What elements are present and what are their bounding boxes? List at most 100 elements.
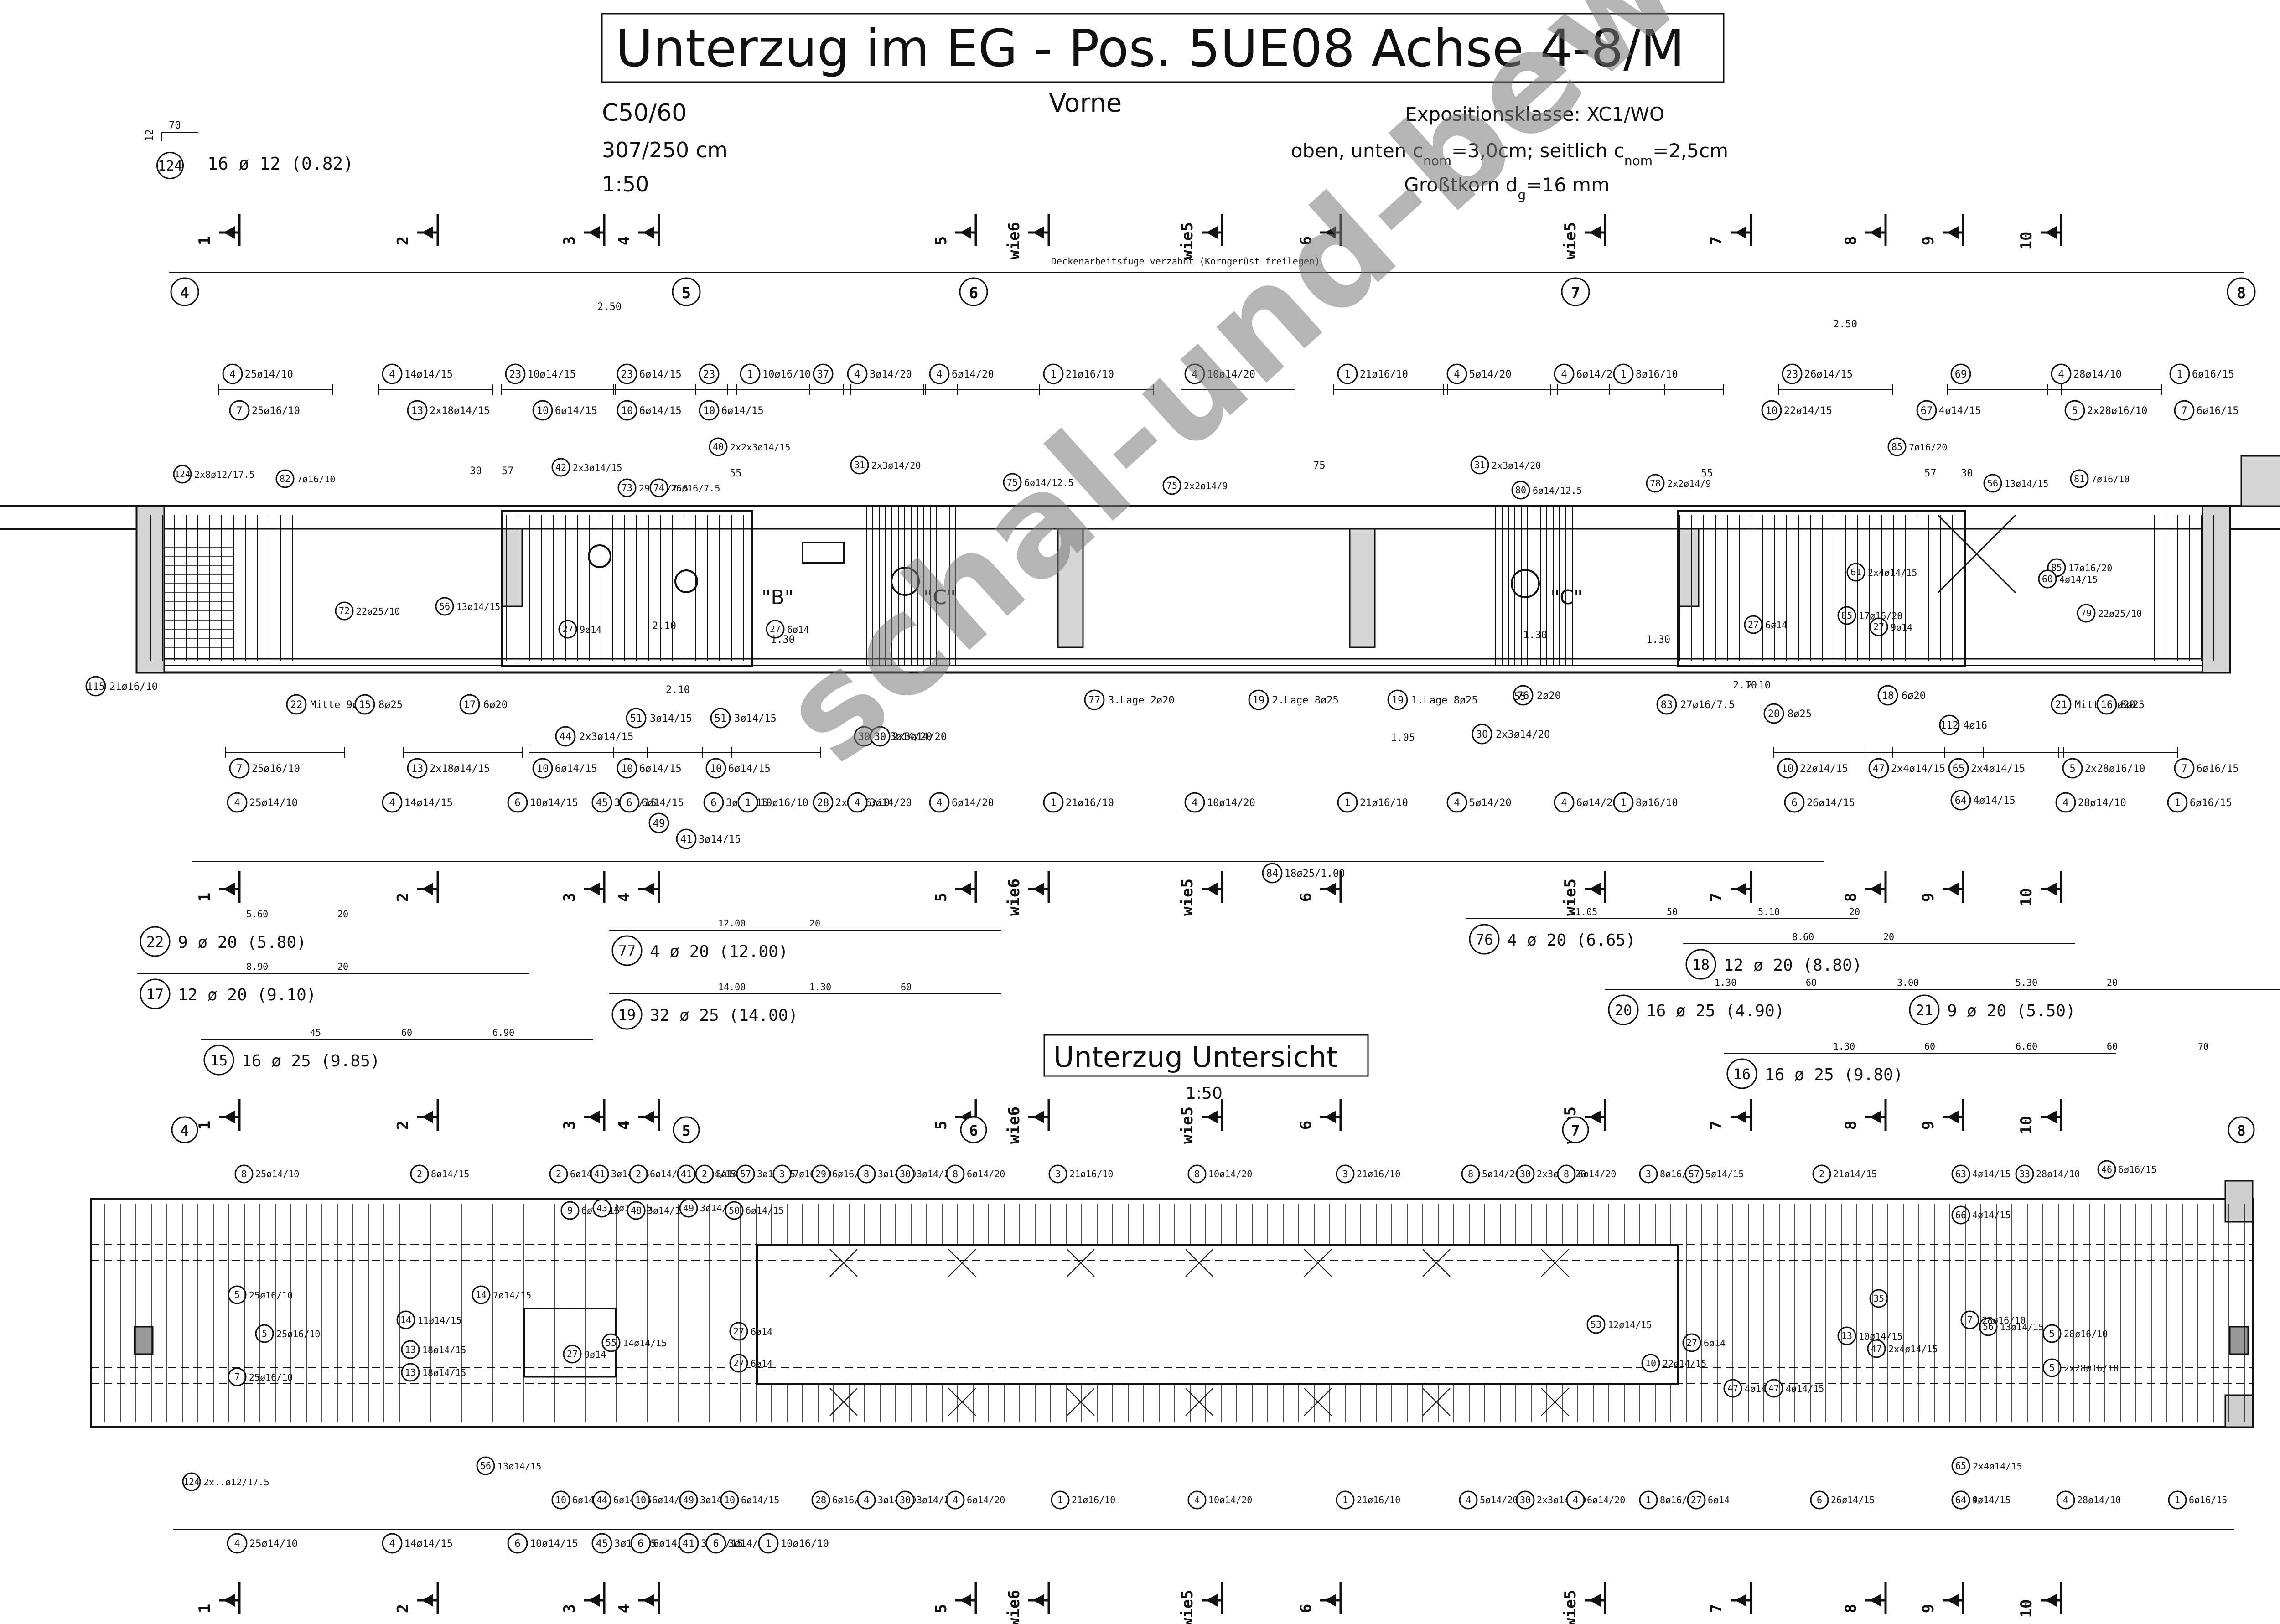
bottom-second-2-marker — [532, 758, 553, 779]
beam-label-3-marker — [617, 478, 637, 497]
underside-top-20-text: 5ø14/15 — [1705, 1169, 1744, 1179]
underside-bottom-11-text: 21ø16/10 — [1357, 1495, 1400, 1505]
underside-body-text-8: 14ø14/15 — [623, 1338, 667, 1349]
underside-body-text-25: 2x..ø12/17.5 — [203, 1477, 269, 1488]
top-upper-7-marker — [847, 363, 868, 384]
lower-label-10-pos: 76 — [1517, 690, 1529, 702]
bottom-second-9-pos: 7 — [2181, 763, 2187, 775]
beam-label-text-17: 9ø14 — [580, 624, 601, 635]
bottom-upper-18-pos: 4 — [2062, 797, 2068, 809]
section-arrow-icon — [422, 1594, 433, 1607]
schedule-text-1: 4 ø 20 (12.00) — [650, 942, 788, 961]
underside-bottom-6-pos: 4 — [864, 1495, 869, 1505]
underside-top-13-marker — [1048, 1164, 1067, 1184]
schedule-dim-2-2: 5.10 — [1758, 906, 1780, 917]
top-second-1-text: 2x18ø14/15 — [430, 405, 490, 417]
underside-last-2-marker — [507, 1533, 528, 1554]
underside-top-19-pos: 3 — [1646, 1169, 1651, 1179]
section-arrow-icon — [223, 226, 235, 239]
underside-top-10-pos: 8 — [864, 1169, 869, 1179]
underside-last-1-marker — [382, 1533, 403, 1554]
section-label-under-1: 2 — [394, 1121, 412, 1130]
top-second-0-marker — [229, 400, 250, 421]
section-arrow-icon — [1947, 226, 1959, 239]
top-upper-17-marker — [2051, 363, 2072, 384]
section-arrow-icon — [1870, 1594, 1881, 1607]
schedule-dim-4-1: 20 — [337, 961, 348, 972]
bottom-upper-7-pos: 28 — [817, 797, 829, 809]
beam-label-3-pos: 73 — [622, 482, 632, 493]
underside-top-22-text: 4ø14/15 — [1972, 1169, 2011, 1179]
underside-body-3-marker — [396, 1310, 415, 1329]
section-callout-0: "B" — [762, 586, 794, 609]
bottom-upper-17-text: 4ø14/15 — [1973, 795, 2016, 807]
lower-label-16-marker — [1939, 714, 1960, 735]
section-label-under-10: 8 — [1842, 1121, 1860, 1130]
top-upper-4-marker — [699, 363, 720, 384]
underside-body-13-marker — [1682, 1333, 1701, 1352]
schedule-dim-6-2: 3.00 — [1897, 977, 1919, 988]
section-arrow-icon — [1735, 883, 1746, 895]
beam-label-text-2: 2x3ø14/15 — [573, 462, 622, 473]
schedule-dim-2-3: 20 — [1849, 906, 1860, 917]
beam-label-9-marker — [1470, 455, 1489, 475]
lower-label-text-4: 2x3ø14/15 — [579, 731, 633, 743]
underside-bottom-17-marker — [1810, 1490, 1829, 1510]
bottom-upper-22-marker — [1262, 863, 1283, 884]
section-label-top-2: 3 — [560, 236, 579, 245]
underside-top-8-marker — [772, 1164, 792, 1184]
schedule-dim-2-1: 50 — [1667, 906, 1678, 917]
beam-label-12-pos: 85 — [1891, 441, 1902, 452]
underside-body-18-marker — [1764, 1379, 1783, 1398]
schedule-dim-9-4: 70 — [2198, 1041, 2209, 1052]
section-arrow-icon — [1033, 1594, 1044, 1607]
schedule-dim-7-0: 5.30 — [2016, 977, 2037, 988]
top-second-2-pos: 10 — [537, 405, 549, 417]
top-upper-14-text: 8ø16/10 — [1636, 369, 1678, 380]
section-arrow-icon — [960, 1594, 971, 1607]
axis-marker-top-1 — [672, 277, 701, 306]
schedule-text-5: 32 ø 25 (14.00) — [650, 1006, 798, 1025]
section-arrow-icon — [1325, 1594, 1336, 1607]
section-arrow-icon — [422, 883, 433, 895]
underside-top-21-text: 21ø14/15 — [1833, 1169, 1877, 1179]
underside-body-20-pos: 7 — [1967, 1314, 1973, 1325]
bottom-upper-16-text: 26ø14/15 — [1807, 797, 1855, 809]
underside-body-text-23: 13ø14/15 — [497, 1461, 541, 1472]
section-arrow-icon — [2045, 226, 2057, 239]
top-upper-15-marker — [1782, 363, 1803, 384]
bottom-upper-15-pos: 1 — [1620, 797, 1626, 809]
lower-label-text-16: 4ø16 — [1963, 720, 1987, 731]
schedule-pos-4: 17 — [146, 986, 164, 1003]
section-arrow-icon — [643, 883, 654, 895]
lower-label-18-pos: 16 — [2101, 699, 2113, 711]
underside-body-23-pos: 56 — [480, 1460, 491, 1471]
bottom-second-1-marker — [407, 758, 428, 779]
bottom-second-8-marker — [2062, 758, 2083, 779]
section-label-bot-10: 8 — [1842, 1604, 1860, 1613]
lower-dim-3: 2.10 — [1733, 680, 1757, 691]
axis-label-top-1: 5 — [682, 284, 691, 302]
lower-label-text-0: 21ø16/10 — [109, 681, 158, 693]
underside-body-22-pos: 5 — [2049, 1362, 2055, 1373]
underside-body-7-pos: 27 — [567, 1349, 578, 1360]
beam-label-0-marker — [173, 465, 192, 484]
lower-label-12-pos: 30 — [1476, 729, 1488, 740]
top-second-6-text: 4ø14/15 — [1939, 405, 1981, 417]
schedule-dim-1-0: 12.00 — [718, 918, 746, 929]
underside-body-4-pos: 14 — [476, 1289, 487, 1300]
bottom-upper-13-marker — [1446, 792, 1467, 813]
bottom-upper-13-pos: 4 — [1454, 797, 1460, 809]
max-aggregate: Großtkorn dg=16 mm — [1404, 174, 1610, 202]
beam-label-text-15: 22ø25/10 — [356, 606, 400, 617]
bottom-second-4-marker — [705, 758, 726, 779]
lower-label-6-marker — [710, 708, 731, 729]
section-arrow-icon — [1735, 1111, 1746, 1123]
underside-bottom-3-pos: 49 — [683, 1495, 694, 1505]
top-upper-1-pos: 4 — [389, 369, 395, 380]
bottom-upper-1-marker — [382, 792, 403, 813]
beam-label-13-marker — [1983, 474, 2002, 493]
underside-body-text-5: 18ø14/15 — [422, 1345, 466, 1355]
top-upper-13-text: 6ø14/20 — [1576, 369, 1619, 380]
bottom-second-6-pos: 47 — [1873, 763, 1885, 775]
